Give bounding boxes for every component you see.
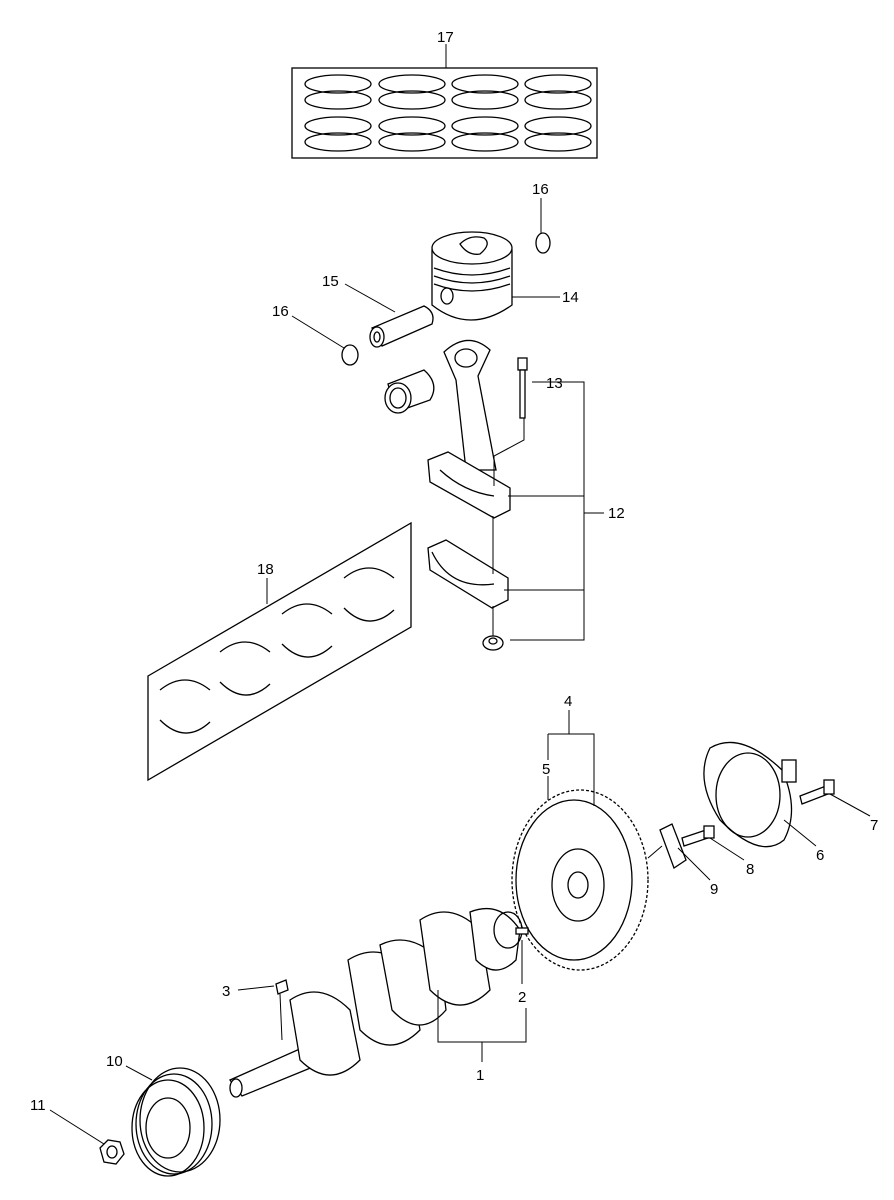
callout-5: 5 [542,761,550,778]
housing-bolt [799,779,835,805]
connecting-rod [427,339,511,519]
callout-3: 3 [222,983,230,1000]
crankshaft-nut [99,1139,125,1165]
ring-set-2 [378,74,446,152]
callout-2: 2 [518,989,526,1006]
piston-pin [369,305,434,348]
crankshaft-pulley [131,1067,221,1177]
callout-8: 8 [746,861,754,878]
ring-set-3 [451,74,519,152]
callout-7: 7 [870,817,878,834]
snap-ring-lower [341,344,359,366]
connecting-rod-cap [427,539,509,609]
small-end-bushing [384,369,435,414]
callout-13: 13 [546,375,563,392]
callout-1: 1 [476,1067,484,1084]
piston [431,231,513,321]
callout-4: 4 [564,693,572,710]
callout-16-lower: 16 [272,303,289,320]
callout-15: 15 [322,273,339,290]
flywheel [511,789,649,971]
callout-16-upper: 16 [532,181,549,198]
callout-9: 9 [710,881,718,898]
snap-ring-upper [535,232,551,254]
callout-12: 12 [608,505,625,522]
flywheel-bolt [681,825,715,847]
callout-6: 6 [816,847,824,864]
woodruff-key [275,979,289,995]
dowel-pin [515,927,529,935]
rod-nut [482,635,504,651]
ring-set-1 [304,74,372,152]
crankshaft [228,907,523,1098]
leader-lines [49,44,871,1145]
callout-17: 17 [437,29,454,46]
bearing-shell-box [147,521,412,782]
bearing-shells [159,567,395,734]
callout-11: 11 [30,1097,46,1114]
callout-labels: 1 2 3 4 5 6 7 8 9 10 11 12 13 14 15 16 1… [30,29,878,1114]
piston-ring-set-box [291,67,598,159]
ring-set-4 [524,74,592,152]
retaining-plate [659,823,687,869]
callout-14: 14 [562,289,579,306]
callout-10: 10 [106,1053,123,1070]
oil-seal-housing [703,741,797,848]
callout-18: 18 [257,561,274,578]
rod-bolt [517,357,528,419]
